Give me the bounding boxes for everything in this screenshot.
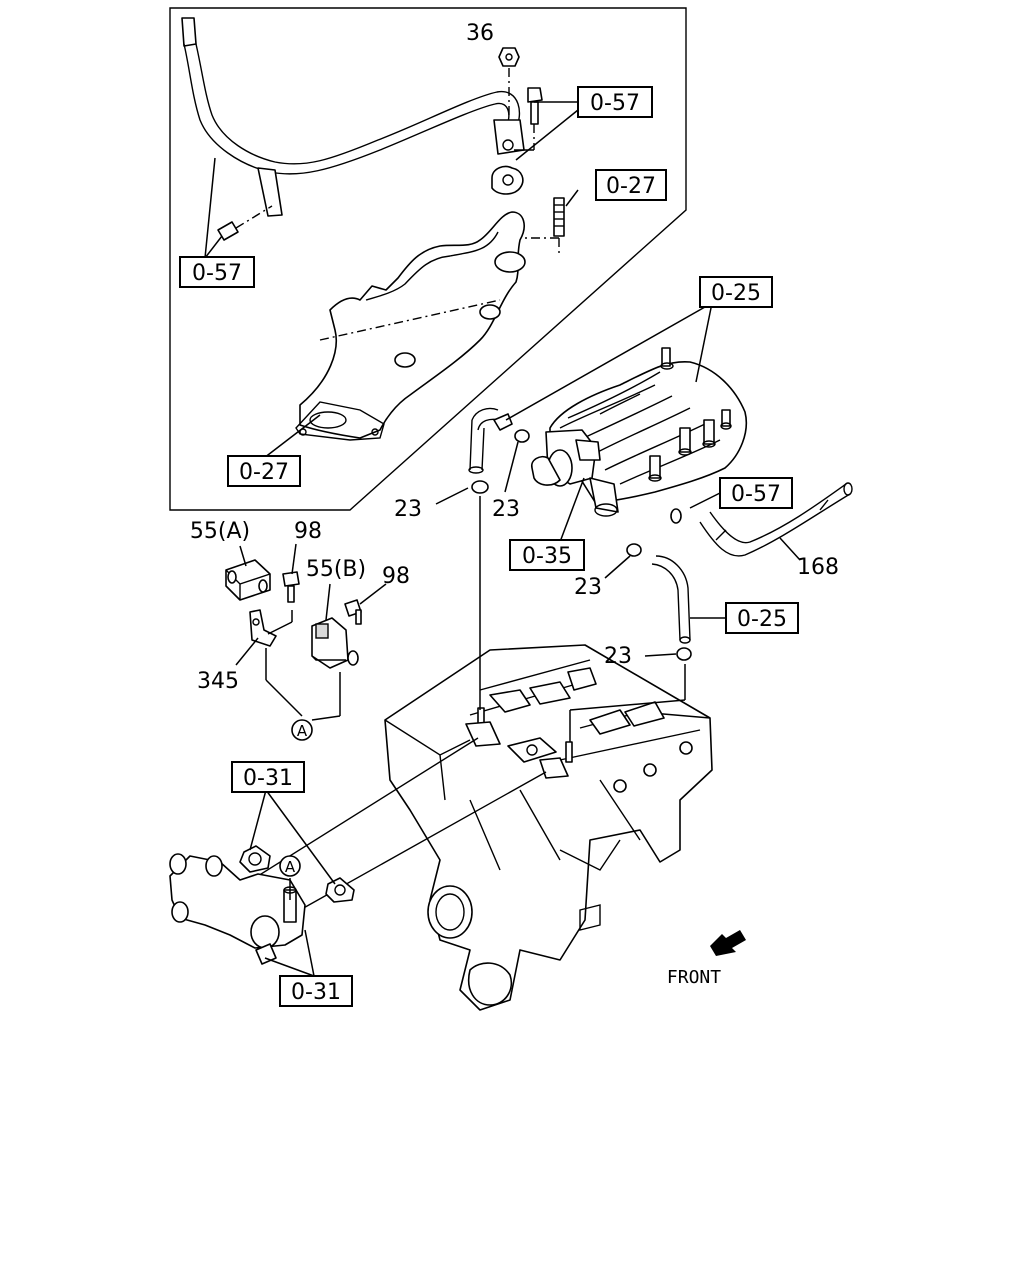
label-box-0-57-b: 0-57 [179,256,255,288]
egr-pipe [181,17,525,217]
callout-a-2: A [279,855,301,877]
engine-block [384,644,713,1011]
label-box-0-25-b: 0-25 [725,602,799,634]
label-168: 168 [797,555,839,580]
nut-36 [498,47,520,118]
label-box-0-35: 0-35 [509,539,585,571]
label-36: 36 [466,21,494,46]
svg-text:0-31: 0-31 [291,980,341,1005]
vsv-55b [311,617,359,669]
label-55a: 55(A) [190,519,250,544]
callout-a-1: A [291,719,313,741]
inset-frame [169,7,687,511]
bolt-98-a [282,571,300,603]
label-box-0-31-a: 0-31 [231,761,305,793]
label-box-0-57-a: 0-57 [577,86,653,118]
bolt-98-b [344,599,362,625]
ref-line-1 [225,737,479,897]
label-345: 345 [197,669,239,694]
label-box-0-57-c: 0-57 [719,477,793,509]
bolt-0-57-top [514,87,543,151]
bracket-345 [249,609,277,647]
gaskets-0-31 [239,845,355,903]
svg-text:0-25: 0-25 [737,607,787,632]
label-98-b: 98 [382,564,410,589]
label-55b: 55(B) [306,557,366,582]
label-23-a: 23 [394,497,422,522]
intake-manifold [549,347,748,503]
label-23-b: 23 [492,497,520,522]
svg-text:0-27: 0-27 [606,174,656,199]
vsv-55a [225,559,271,601]
svg-text:A: A [285,858,296,876]
label-box-0-27-a: 0-27 [595,169,667,201]
label-23-d: 23 [604,644,632,669]
label-box-0-27-b: 0-27 [227,455,301,487]
front-label: FRONT [667,967,721,988]
throttle-body [530,429,619,517]
svg-text:0-31: 0-31 [243,766,293,791]
svg-text:0-35: 0-35 [522,544,572,569]
svg-text:0-57: 0-57 [731,482,781,507]
label-23-c: 23 [574,575,602,600]
label-box-0-31-b: 0-31 [279,975,353,1007]
svg-text:A: A [297,722,308,740]
svg-text:0-25: 0-25 [711,281,761,306]
egr-adapter-housing [295,211,526,441]
water-outlet-housing [169,853,306,965]
svg-text:0-57: 0-57 [192,261,242,286]
hose-168 [670,482,853,557]
hose-upper [468,407,513,474]
front-arrow-icon [710,930,746,956]
svg-text:0-57: 0-57 [590,91,640,116]
clamps-23 [471,429,692,661]
hose-lower [651,555,691,644]
svg-text:0-27: 0-27 [239,460,289,485]
gasket [491,165,524,195]
bolt-0-57-left [217,205,273,241]
label-98-a: 98 [294,519,322,544]
label-box-0-25-a: 0-25 [699,276,773,308]
